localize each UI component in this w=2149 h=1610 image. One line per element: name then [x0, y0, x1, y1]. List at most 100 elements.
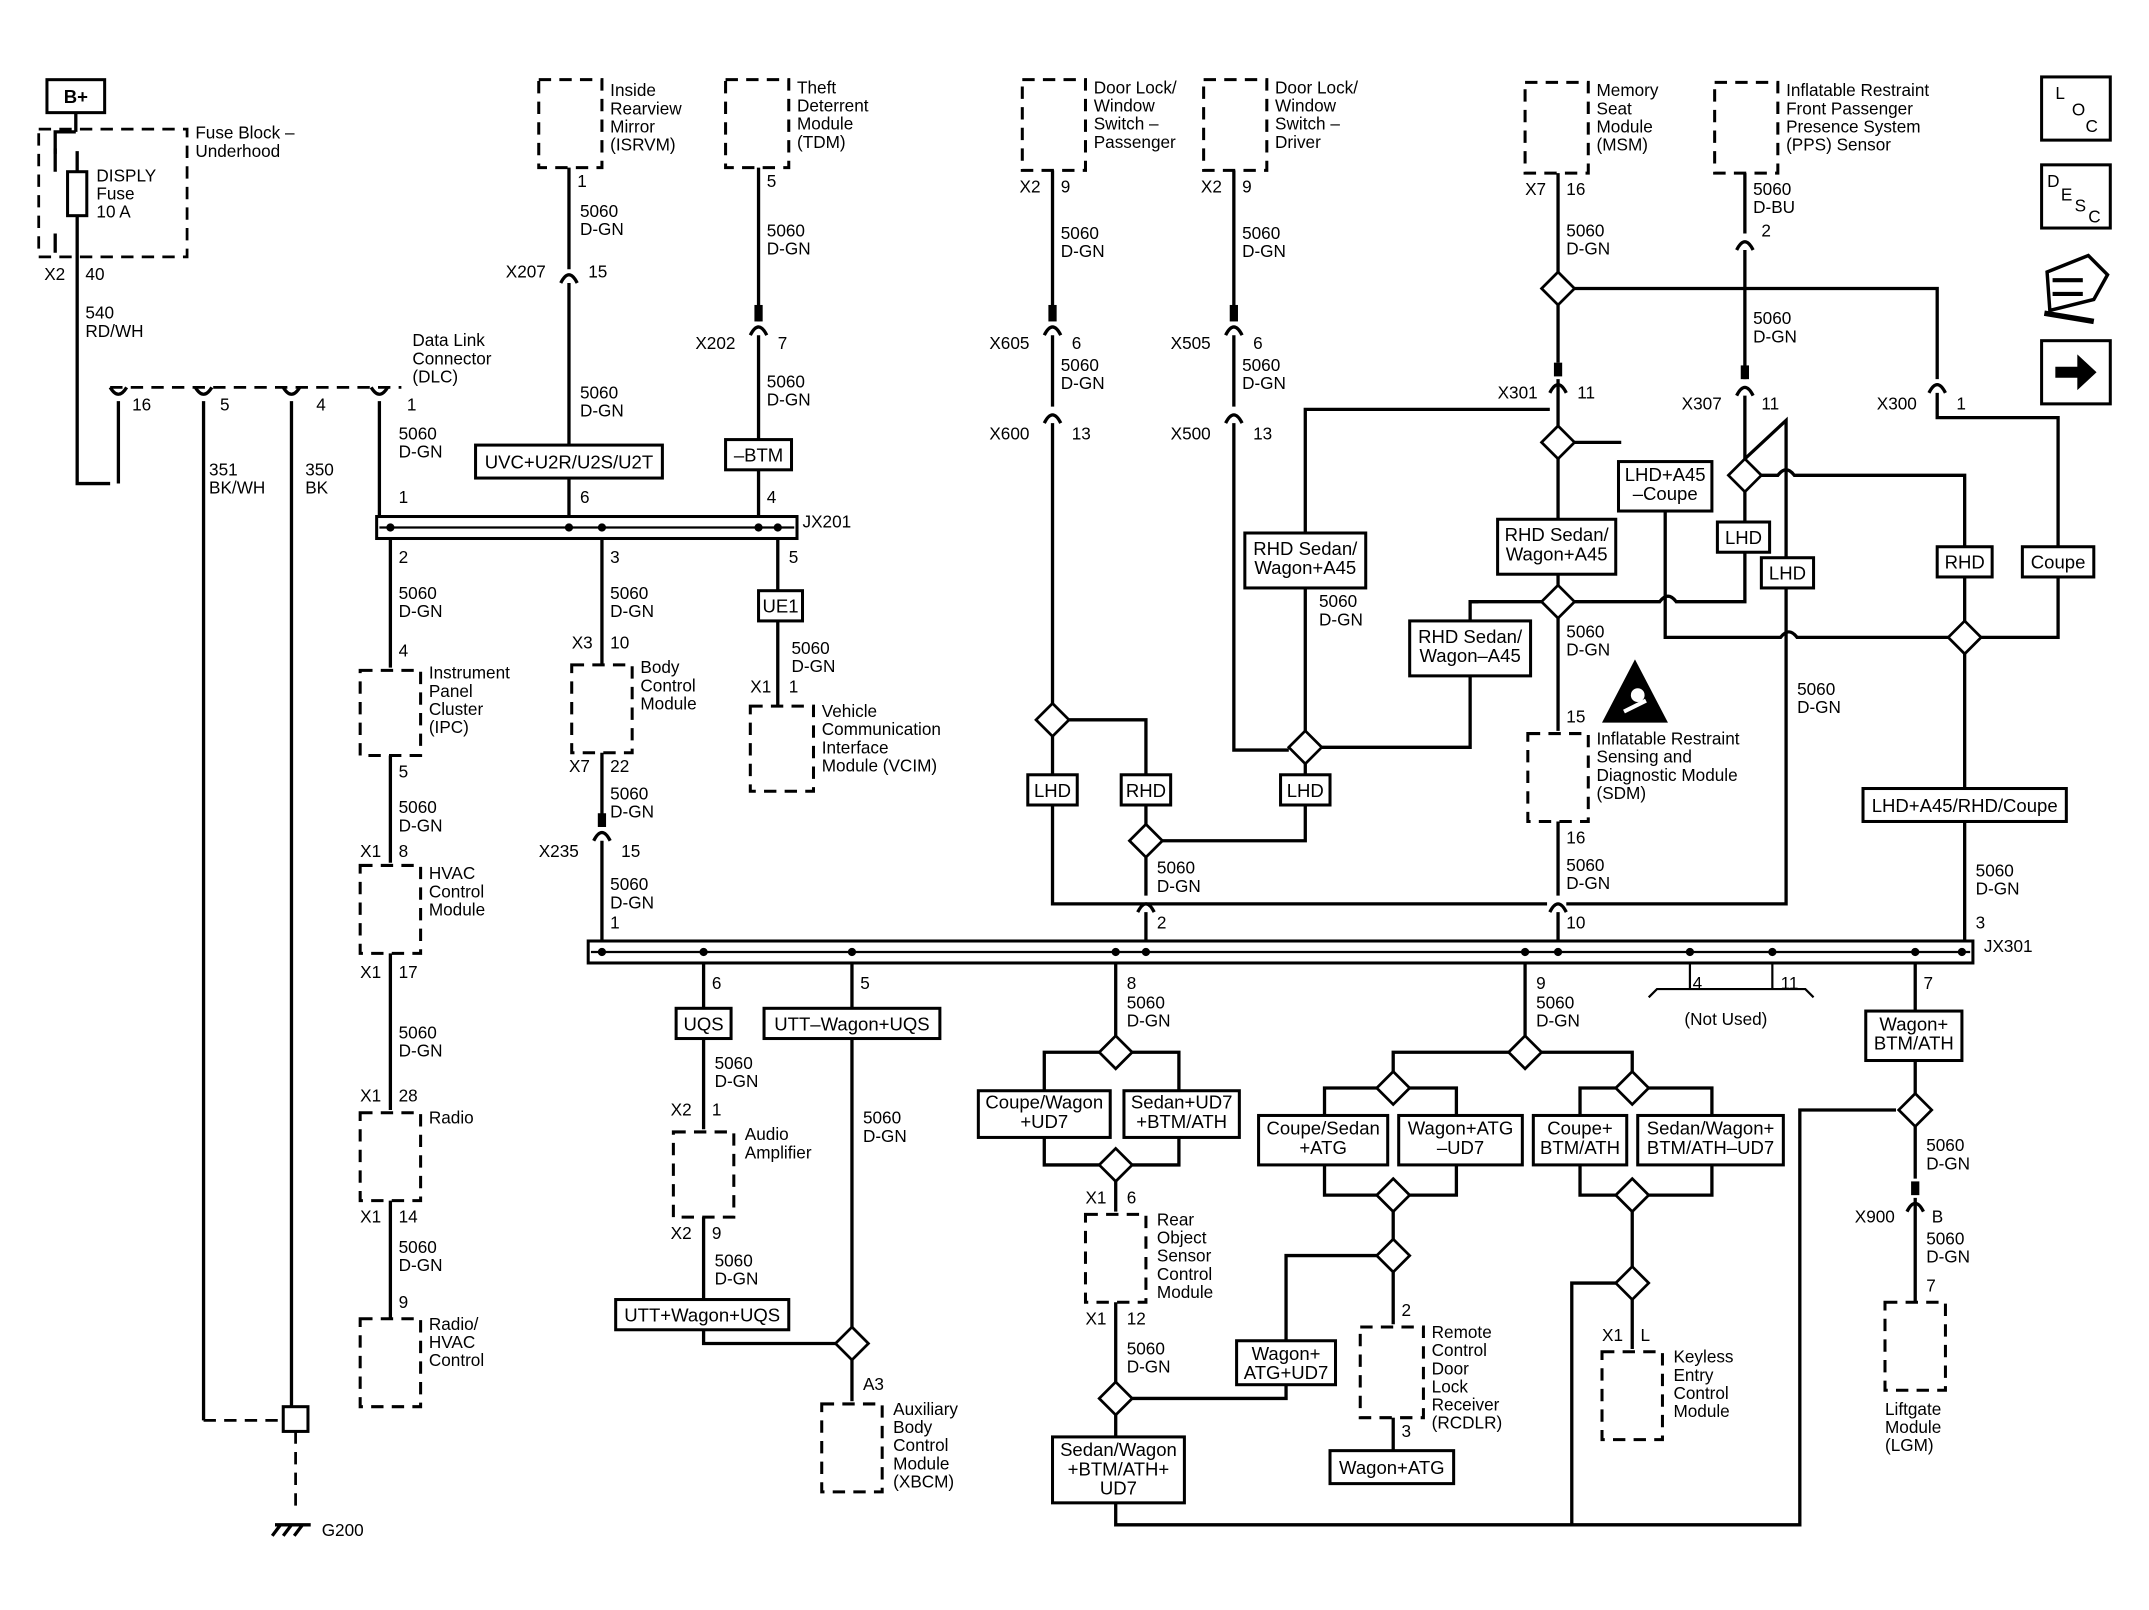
bcm-module[interactable] — [570, 663, 634, 755]
splice-diamond — [1946, 618, 1984, 656]
isrvm-module[interactable] — [537, 78, 604, 170]
splice-diamond — [1374, 1069, 1412, 1107]
jx201-pin-3: 3 — [610, 547, 620, 567]
radio-conn-2: X1 — [360, 1207, 381, 1227]
opt-lhd-a45-rhd-coupe-label: LHD+A45/RHD/Coupe — [1872, 795, 2058, 816]
opt-lhd-2-label: LHD — [1287, 780, 1324, 801]
splice-diamond — [1034, 701, 1071, 739]
splice-diamond — [1539, 270, 1577, 307]
msm-conn: X7 — [1525, 179, 1546, 199]
dlw-driver-module[interactable] — [1202, 78, 1269, 172]
x500-pin: 13 — [1253, 424, 1272, 444]
dlc-pin-1: 1 — [407, 395, 417, 415]
fuse-element — [66, 170, 89, 218]
pps-module[interactable] — [1713, 80, 1780, 175]
loc-c: C — [2086, 116, 2098, 136]
x300-pin: 1 — [1956, 393, 1966, 413]
x235-pin: 15 — [621, 841, 640, 861]
sdm-module[interactable] — [1526, 732, 1590, 823]
jx301-pin-2: 2 — [1157, 913, 1167, 933]
opt-rhd-2-label: RHD — [1945, 552, 1985, 573]
opt-lhd-4-label: LHD — [1769, 563, 1806, 584]
amp-module[interactable] — [671, 1130, 736, 1219]
splice-diamond — [1896, 1091, 1934, 1129]
conn-x202: X202 — [695, 333, 735, 353]
tdm-pin: 5 — [767, 171, 777, 191]
vcim-module[interactable] — [748, 704, 816, 793]
opt-ue1-label: UE1 — [762, 596, 798, 617]
loc-o: O — [2072, 99, 2085, 119]
opt-coupe-btm — [1531, 1113, 1629, 1167]
desc-c: C — [2088, 207, 2100, 227]
isrvm-pin: 1 — [577, 171, 587, 191]
opt-utt-wagon-uqs-minus-label: UTT–Wagon+UQS — [774, 1013, 929, 1034]
rosm-pin-bottom: 12 — [1127, 1308, 1146, 1328]
opt-utt-wagon-uqs — [614, 1298, 791, 1332]
opt-sedan-wagon-btm-label: Sedan/Wagon+BTM/ATH–UD7 — [1647, 1118, 1775, 1158]
ipc-module[interactable] — [358, 668, 423, 758]
kecm-module[interactable] — [1600, 1350, 1664, 1442]
jx301-pin-5: 5 — [860, 973, 870, 993]
conn-x900: X900 — [1855, 1207, 1895, 1227]
jx301-pin-11: 11 — [1781, 973, 1799, 993]
opt-wagon-atg — [1328, 1449, 1456, 1486]
opt-rhd-sedan-2-label: RHD Sedan/Wagon+A45 — [1505, 524, 1610, 564]
lgm-module[interactable] — [1883, 1300, 1947, 1392]
radio-module[interactable] — [358, 1111, 423, 1203]
splice-diamond — [1539, 423, 1577, 461]
opt-rhd-sedan-minus — [1408, 619, 1533, 678]
vcim-pin: 1 — [789, 676, 799, 696]
jx201-pin-5: 5 — [789, 547, 799, 567]
jx301-pin-1: 1 — [610, 913, 620, 933]
rosm-conn: X1 — [1085, 1187, 1106, 1207]
jx301-pin-4: 4 — [1693, 973, 1703, 993]
dlw-passenger-module[interactable] — [1020, 78, 1088, 172]
splice-diamond — [1097, 1380, 1135, 1417]
desc-icon[interactable]: D E S C — [2040, 163, 2112, 230]
ground-splice — [281, 1405, 310, 1433]
splice-diamond — [1097, 1146, 1135, 1184]
opt-coupe — [2020, 545, 2096, 579]
connector-icon[interactable] — [2043, 253, 2110, 325]
radio-conn: X1 — [360, 1086, 381, 1106]
jx201-label: JX201 — [803, 512, 852, 532]
splice-diamond — [1127, 822, 1165, 860]
x202-pin: 7 — [778, 333, 788, 353]
radio-hvac-module[interactable] — [358, 1317, 423, 1409]
rcdlr-module[interactable] — [1358, 1325, 1425, 1420]
fuse-block-title: Fuse Block –Underhood — [195, 123, 295, 161]
opt-lhd-3 — [1715, 520, 1772, 554]
opt-coupe-wagon-ud7 — [976, 1089, 1112, 1139]
arrow-right-icon[interactable] — [2040, 339, 2112, 406]
dlw-pass-conn: X2 — [1020, 176, 1041, 196]
msm-module[interactable] — [1523, 80, 1590, 175]
loc-icon[interactable]: L O C — [2040, 75, 2112, 142]
opt-uvc — [474, 443, 664, 480]
splice-diamond — [1374, 1237, 1412, 1275]
xbcm-module[interactable] — [820, 1402, 884, 1494]
hvac-module[interactable] — [358, 863, 423, 955]
jx301-pin-6: 6 — [712, 973, 722, 993]
jx201-pin-6: 6 — [580, 487, 590, 507]
splice-diamond — [833, 1325, 871, 1362]
rosm-module[interactable] — [1083, 1212, 1148, 1304]
tdm-module[interactable] — [724, 78, 791, 170]
